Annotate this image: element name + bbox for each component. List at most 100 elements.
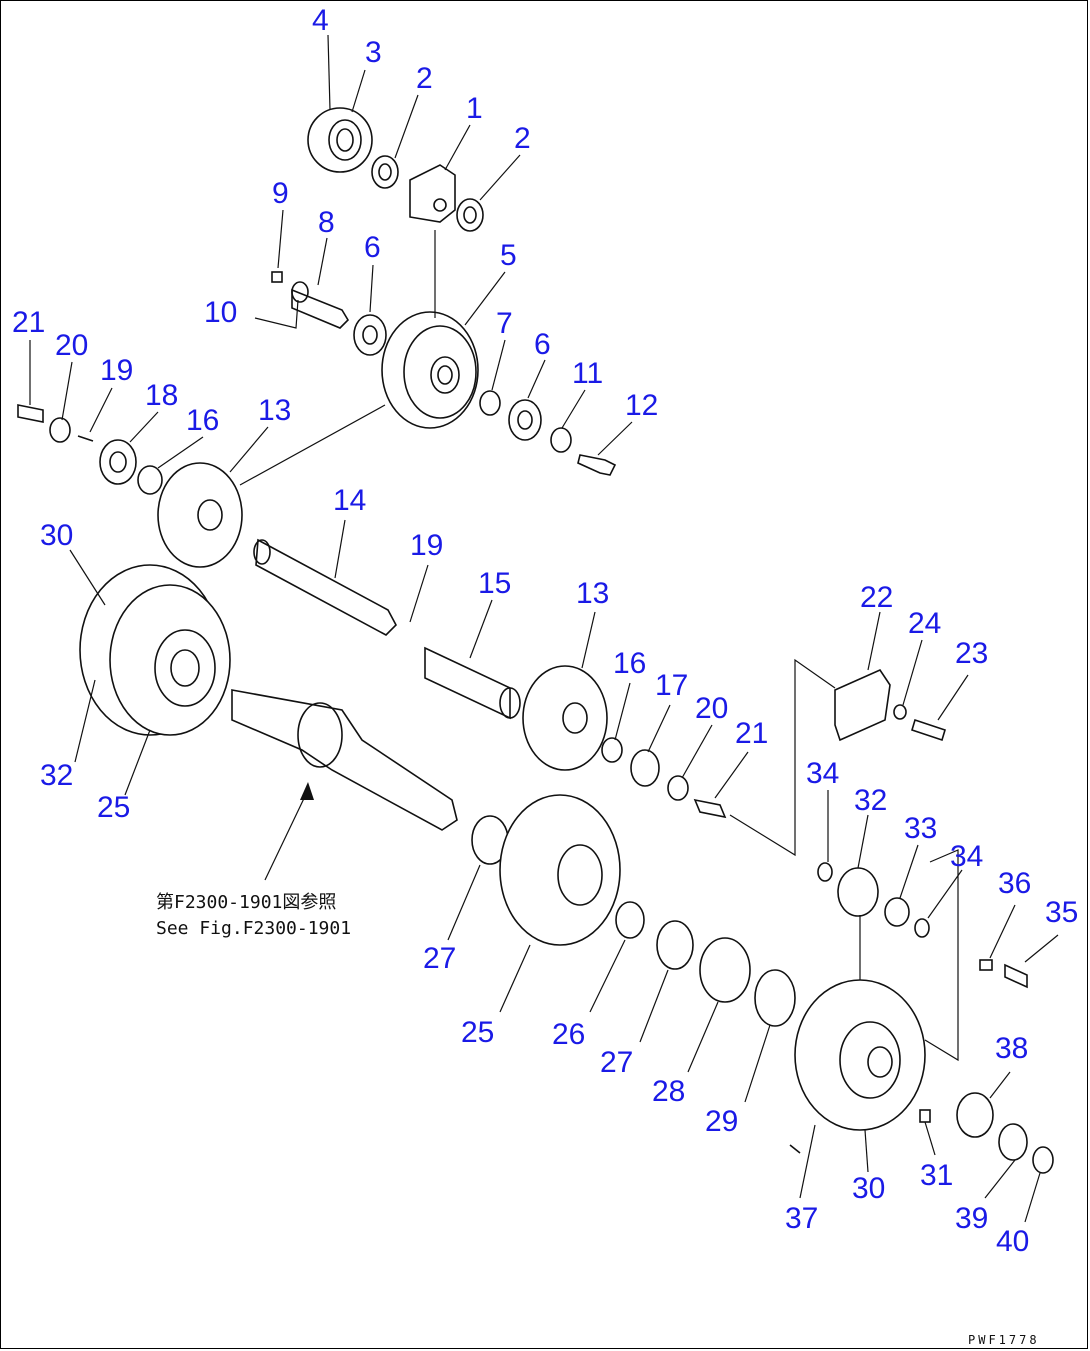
part-22-shape <box>834 668 891 742</box>
part-9-shape <box>271 271 283 283</box>
part-25b-shape <box>499 794 621 946</box>
callout-26: 26 <box>552 1018 585 1051</box>
part-38-shape <box>956 1092 994 1138</box>
callout-24: 24 <box>908 607 941 640</box>
part-11-shape <box>550 427 572 453</box>
part-5-shape <box>381 311 479 429</box>
callout-25: 25 <box>97 791 130 824</box>
callout-28: 28 <box>652 1075 685 1108</box>
callout-37: 37 <box>785 1202 818 1235</box>
part-27b-shape <box>656 920 694 970</box>
callout-5: 5 <box>500 239 517 272</box>
callout-4: 4 <box>312 4 329 37</box>
callout-13: 13 <box>576 577 609 610</box>
part-16a-shape <box>137 465 163 495</box>
part-23-shape <box>911 718 946 742</box>
part-29-shape <box>754 969 796 1027</box>
part-32b-shape <box>837 867 879 917</box>
part-13a-shape <box>157 462 243 568</box>
part-shapes <box>17 107 1054 1174</box>
reference-note-en: See Fig.F2300-1901 <box>156 918 351 939</box>
part-6a-shape <box>353 314 387 356</box>
part-30b-shape <box>794 979 926 1131</box>
callout-25: 25 <box>461 1016 494 1049</box>
callout-34: 34 <box>806 757 839 790</box>
callout-2: 2 <box>416 62 433 95</box>
callout-17: 17 <box>655 669 688 702</box>
part-14-shape <box>253 538 397 636</box>
part-34a-shape <box>817 862 833 882</box>
callout-8: 8 <box>318 206 335 239</box>
main-shaft-shape <box>231 689 458 831</box>
drawing-code: PWF1778 <box>968 1333 1040 1347</box>
callout-13: 13 <box>258 394 291 427</box>
part-31-shape <box>919 1109 931 1123</box>
part-37-shape <box>789 1144 801 1154</box>
callout-16: 16 <box>613 647 646 680</box>
part-33-shape <box>884 897 910 927</box>
part-20a-shape <box>49 417 71 443</box>
callout-15: 15 <box>478 567 511 600</box>
callout-numbers: 4 3 2 1 2 9 8 6 5 10 7 6 11 12 21 20 19 … <box>12 4 1078 1258</box>
part-1-shape <box>409 164 456 223</box>
part-28-shape <box>699 937 751 1003</box>
part-19a-shape <box>77 435 94 442</box>
callout-30: 30 <box>40 519 73 552</box>
callout-1: 1 <box>466 92 483 125</box>
part-21b-shape <box>693 798 727 819</box>
callout-36: 36 <box>998 867 1031 900</box>
part-39-shape <box>998 1123 1028 1161</box>
part-26-shape <box>615 901 645 939</box>
callout-11: 11 <box>572 357 603 390</box>
callout-19: 19 <box>410 529 443 562</box>
callout-16: 16 <box>186 404 219 437</box>
callout-32: 32 <box>854 784 887 817</box>
part-20b-shape <box>667 775 689 801</box>
reference-note-jp: 第F2300-1901図参照 <box>156 892 336 913</box>
callout-9: 9 <box>272 177 289 210</box>
callout-12: 12 <box>625 389 658 422</box>
part-12-shape <box>577 454 617 476</box>
callout-21: 21 <box>12 306 45 339</box>
callout-6: 6 <box>364 231 381 264</box>
callout-27: 27 <box>423 942 456 975</box>
callout-10: 10 <box>204 296 237 329</box>
callout-3: 3 <box>365 36 382 69</box>
callout-33: 33 <box>904 812 937 845</box>
part-6b-shape <box>508 399 542 441</box>
part-17-shape <box>630 749 660 787</box>
part-8-shape <box>291 281 350 329</box>
callout-32: 32 <box>40 759 73 792</box>
part-40-shape <box>1032 1146 1054 1174</box>
part-15-shape <box>424 646 521 720</box>
part-3-shape <box>307 107 373 173</box>
part-21a-shape <box>17 404 44 423</box>
callout-2: 2 <box>514 122 531 155</box>
part-2a-shape <box>371 155 399 189</box>
part-35-shape <box>1004 963 1028 989</box>
part-13b-shape <box>522 665 608 771</box>
part-34b-shape <box>914 918 930 938</box>
callout-18: 18 <box>145 379 178 412</box>
callout-19: 19 <box>100 354 133 387</box>
callout-35: 35 <box>1045 896 1078 929</box>
callout-20: 20 <box>55 329 88 362</box>
callout-6: 6 <box>534 328 551 361</box>
callout-21: 21 <box>735 717 768 750</box>
callout-38: 38 <box>995 1032 1028 1065</box>
part-18-shape <box>99 439 137 485</box>
callout-14: 14 <box>333 484 366 517</box>
callout-20: 20 <box>695 692 728 725</box>
part-36-shape <box>979 959 993 971</box>
callout-30: 30 <box>852 1172 885 1205</box>
callout-29: 29 <box>705 1105 738 1138</box>
part-2b-shape <box>456 198 484 232</box>
callout-39: 39 <box>955 1202 988 1235</box>
part-7-shape <box>479 390 501 416</box>
leader-lines <box>29 34 1059 1223</box>
callout-23: 23 <box>955 637 988 670</box>
part-30a-shape <box>79 564 231 736</box>
part-16b-shape <box>601 737 623 763</box>
